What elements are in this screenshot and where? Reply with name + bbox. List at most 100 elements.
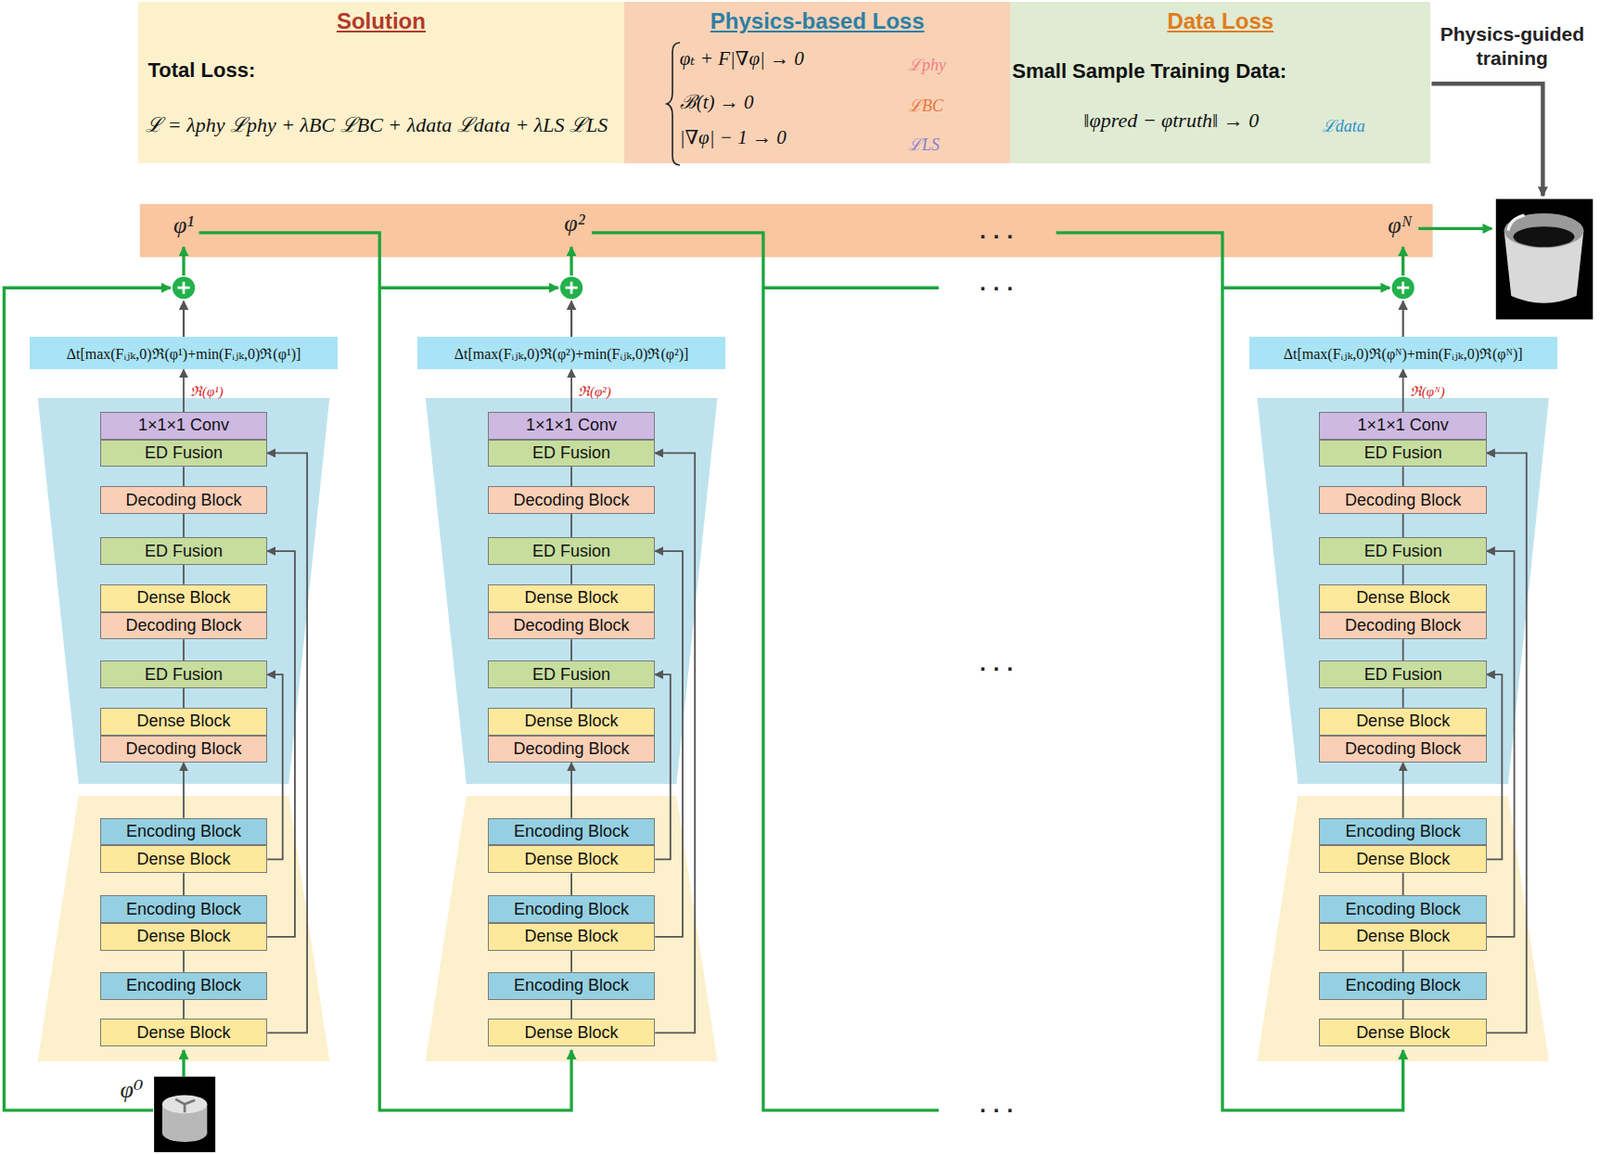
ellipsis-mark: · · · [979,274,1014,303]
flow-connector [570,466,573,487]
network-block: ED Fusion [1318,537,1486,565]
flow-connector [570,762,573,818]
block-label: Dense Block [524,588,619,608]
skip-connection [1486,550,1515,937]
network-block: Dense Block [487,844,655,873]
flow-connector [182,466,185,487]
skip-connection [267,674,283,859]
residual-label: ℜ(φ²) [576,381,614,400]
block-label: ED Fusion [532,665,611,685]
network-block: Decoding Block [487,486,655,514]
sum-symbol [560,276,583,299]
state-flow-line [1418,227,1492,231]
flow-connector [182,762,185,818]
decoder-region [1256,397,1549,784]
panel-text: Total Loss: [148,58,256,83]
network-block: Decoding Block [100,735,268,764]
network-block: Dense Block [100,584,268,613]
block-label: Decoding Block [513,739,630,759]
block-label: ED Fusion [1364,443,1443,463]
panel-text: ‖φpred − φtruth‖ → 0 [1083,108,1259,133]
block-label: Encoding Block [1345,975,1461,996]
block-label: ED Fusion [532,443,611,463]
residual-label: ℜ(φ¹) [188,381,226,400]
block-label: 1×1×1 Conv [1357,415,1449,436]
flow-connector [182,950,185,973]
block-label: Dense Block [524,1023,619,1043]
output-arrow [1401,246,1405,276]
block-label: Dense Block [136,926,231,947]
network-block: Encoding Block [1318,972,1486,1000]
panel-heading: Physics-based Loss [624,8,1011,35]
network-block: Encoding Block [487,818,655,846]
block-label: ED Fusion [532,541,611,562]
network-block: ED Fusion [100,537,268,565]
panel-text: ℒBC [908,93,944,116]
update-arrow [570,301,573,338]
network-block: Decoding Block [487,735,655,764]
block-label: ED Fusion [1364,541,1443,562]
network-block: ED Fusion [487,660,655,689]
block-label: 1×1×1 Conv [138,415,230,436]
network-block: Dense Block [487,1018,655,1047]
block-label: Decoding Block [513,615,630,636]
ellipsis-mark: · · · [979,654,1014,683]
network-block: Dense Block [1318,584,1486,613]
block-label: Dense Block [136,849,231,870]
skip-connection [1486,674,1503,859]
flow-connector [570,950,573,973]
sum-symbol [172,276,195,299]
block-label: Encoding Block [513,975,629,996]
loss-panel: Physics-based Lossφₜ + F|∇φ| → 0ℒphyℬ(t)… [624,1,1011,164]
block-label: Decoding Block [513,490,630,511]
network-block: Decoding Block [100,612,268,640]
skip-connection [654,550,683,937]
loss-panel: Data LossSmall Sample Training Data:‖φpr… [1010,1,1431,164]
panel-text: |∇φ| − 1 → 0 [679,126,787,150]
final-geometry-image [1496,199,1594,320]
flow-connector [182,564,185,585]
update-arrow [182,301,185,338]
flow-connector [1402,513,1405,538]
flow-connector [1402,466,1405,487]
update-formula: Δt[max(Fᵢⱼₖ,0)ℜ(φᴺ)+min(Fᵢⱼₖ,0)ℜ(φᴺ)] [1283,343,1524,364]
network-block: 1×1×1 Conv [487,411,655,440]
network-block: ED Fusion [100,439,268,468]
training-note: Physics-guided training [1430,21,1594,71]
block-label: 1×1×1 Conv [525,415,617,436]
panel-text: ℒLS [908,132,940,155]
flow-connector [182,999,185,1020]
flow-connector [570,369,573,412]
block-label: ED Fusion [1364,665,1443,685]
block-label: Dense Block [1356,711,1450,731]
network-block: ED Fusion [1318,660,1486,689]
block-label: Dense Block [1356,849,1450,870]
block-label: Encoding Block [1345,821,1461,842]
panel-text: Small Sample Training Data: [1011,59,1287,84]
update-formula-box: Δt[max(Fᵢⱼₖ,0)ℜ(φ²)+min(Fᵢⱼₖ,0)ℜ(φ²)] [417,336,726,370]
skip-connection [654,674,671,859]
flow-connector [1402,999,1405,1020]
block-label: Dense Block [1356,588,1450,608]
residual-label: ℜ(φᴺ) [1408,381,1447,400]
network-block: Decoding Block [487,612,655,640]
network-block: Encoding Block [100,895,268,923]
flow-connector [1402,369,1405,412]
output-arrow [569,246,573,276]
block-label: Decoding Block [1344,490,1461,511]
block-label: Decoding Block [1344,615,1461,636]
decoder-region [425,397,718,784]
loss-panel: SolutionTotal Loss:ℒ = λphy ℒphy + λBC ℒ… [138,1,626,164]
state-band [140,204,1434,257]
block-label: Dense Block [1356,926,1450,947]
panel-text: ℬ(t) → 0 [679,88,755,115]
flow-connector [570,999,573,1020]
block-label: Decoding Block [125,490,242,511]
network-block: Decoding Block [100,486,268,514]
panel-text: φₜ + F|∇φ| → 0 [679,47,805,71]
flow-connector [182,872,185,896]
flow-connector [1402,688,1405,708]
state-symbol: φ⁰ [120,1075,144,1106]
network-block: Dense Block [487,707,655,736]
block-label: Encoding Block [126,821,242,842]
